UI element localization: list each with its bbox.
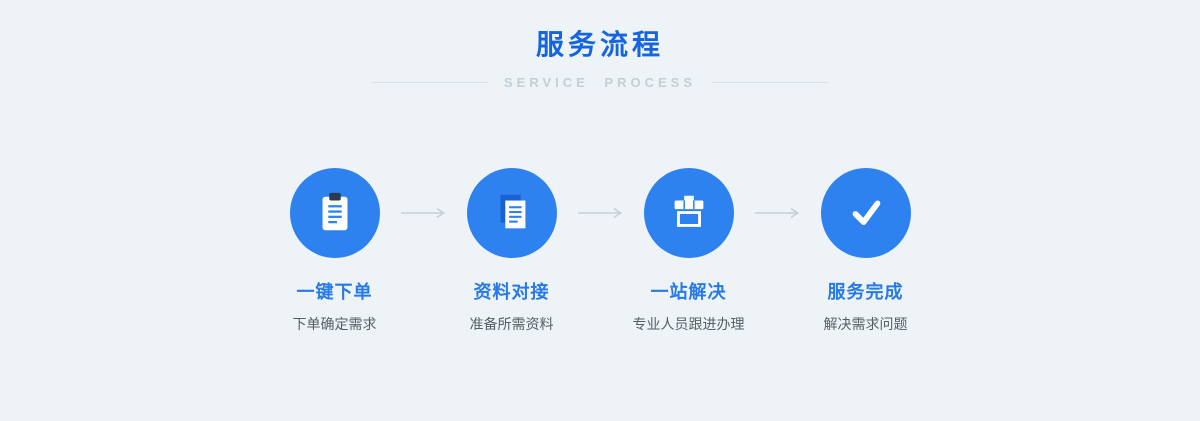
page-title: 服务流程 bbox=[535, 29, 664, 60]
process-steps: 一键下单 下单确定需求 bbox=[0, 168, 1200, 334]
section-subtitle-text: SERVICE PROCESS bbox=[503, 74, 697, 90]
clipboard-icon bbox=[312, 190, 358, 236]
step-title: 一站解决 bbox=[650, 282, 727, 302]
step-title: 服务完成 bbox=[827, 282, 904, 302]
step-icon-circle bbox=[820, 168, 911, 258]
process-step-2: 资料对接 准备所需资料 bbox=[447, 168, 577, 334]
arrow-right-icon bbox=[577, 168, 624, 258]
checkmark-icon bbox=[843, 190, 889, 236]
step-icon-circle bbox=[289, 168, 380, 258]
storefront-icon bbox=[666, 190, 712, 236]
step-description: 解决需求问题 bbox=[823, 316, 908, 332]
step-title: 一键下单 bbox=[296, 282, 373, 302]
divider-line-left bbox=[371, 81, 488, 83]
documents-icon bbox=[489, 190, 535, 236]
arrow-right-icon bbox=[754, 168, 801, 258]
step-description: 下单确定需求 bbox=[292, 316, 377, 332]
step-icon-circle bbox=[466, 168, 557, 258]
step-title: 资料对接 bbox=[473, 282, 550, 302]
section-subtitle: SERVICE PROCESS bbox=[0, 74, 1200, 90]
arrow-right-icon bbox=[400, 168, 447, 258]
process-step-1: 一键下单 下单确定需求 bbox=[270, 168, 400, 334]
step-description: 准备所需资料 bbox=[469, 316, 554, 332]
process-step-3: 一站解决 专业人员跟进办理 bbox=[624, 168, 754, 334]
process-step-4: 服务完成 解决需求问题 bbox=[801, 168, 931, 334]
step-description: 专业人员跟进办理 bbox=[632, 316, 745, 332]
divider-line-right bbox=[712, 81, 829, 83]
step-icon-circle bbox=[643, 168, 734, 258]
